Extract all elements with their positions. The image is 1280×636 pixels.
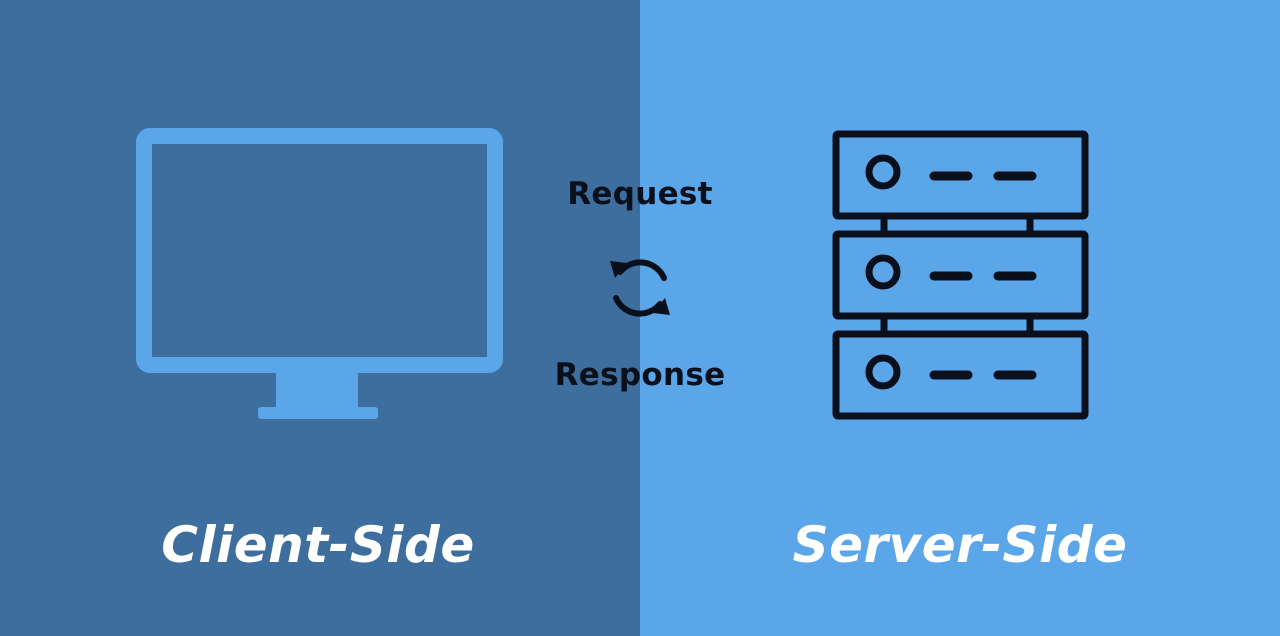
sync-arrows-icon bbox=[610, 259, 670, 317]
monitor-icon bbox=[136, 128, 503, 419]
server-rack-icon bbox=[832, 130, 1089, 420]
server-side-title: Server-Side bbox=[792, 516, 1128, 574]
client-side-panel bbox=[0, 0, 640, 636]
client-side-title: Client-Side bbox=[161, 516, 475, 574]
request-label: Request bbox=[567, 176, 713, 212]
response-label: Response bbox=[554, 357, 726, 393]
